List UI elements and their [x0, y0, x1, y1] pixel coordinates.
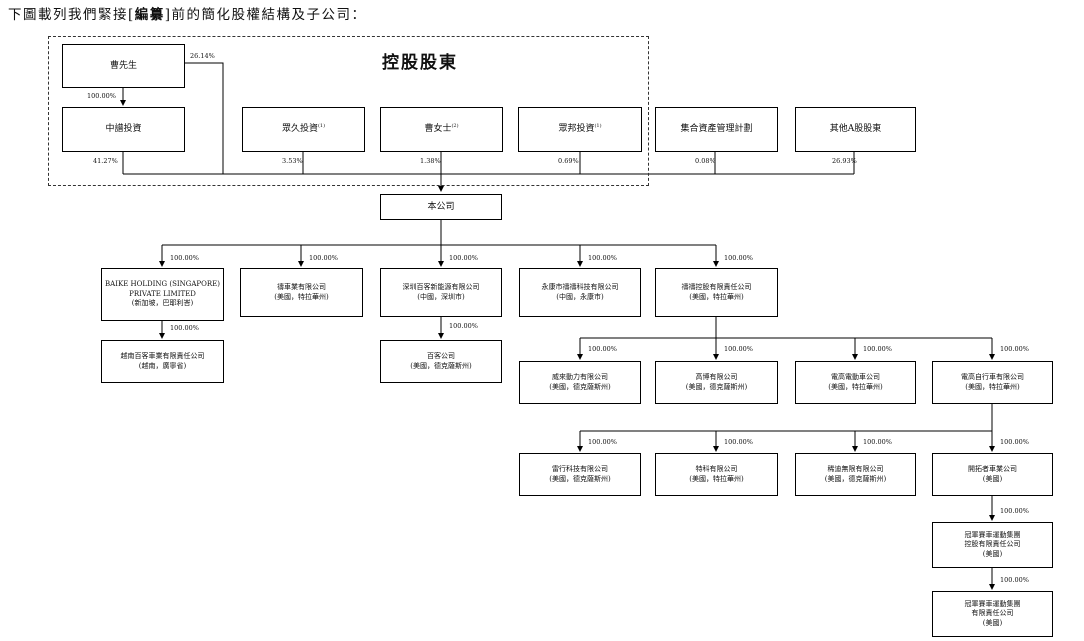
box-ya-vehicle: 禱車業有限公司 (美國，特拉華州) — [240, 268, 363, 317]
pct-ya-holding: 100.00% — [724, 254, 753, 262]
box-gaobo: 高博有限公司 (美國，德克薩斯州) — [655, 361, 778, 404]
box-champion-holding: 冠軍賽車運動集團 控股有限責任公司 (美國) — [932, 522, 1053, 568]
box-leixing-tech: 雷行科技有限公司 (美國，德克薩斯州) — [519, 453, 641, 496]
box-champion: 冠軍賽車運動集團 有限責任公司 (美國) — [932, 591, 1053, 637]
box-shenzhen-baike: 深圳百客新能源有限公司 (中國，深圳市) — [380, 268, 502, 317]
pct-cao-ms: 1.38% — [420, 157, 441, 165]
box-company: 本公司 — [380, 194, 502, 220]
box-ebike: 電高自行車有限公司 (美國，特拉華州) — [932, 361, 1053, 404]
box-zhongjiu: 眾久投資(1) — [242, 107, 365, 152]
pct-other-a: 26.93% — [832, 157, 857, 165]
box-baike-us: 百客公司 (美國，德克薩斯州) — [380, 340, 502, 383]
pct-teke: 100.00% — [724, 438, 753, 446]
pct-zhongjiu: 3.53% — [282, 157, 303, 165]
box-weilai-power: 威來動力有限公司 (美國，德克薩斯州) — [519, 361, 641, 404]
box-cao-mr: 曹先生 — [62, 44, 185, 88]
box-pioneer: 開拓者車業公司 (美國) — [932, 453, 1053, 496]
controlling-shareholders-group — [48, 36, 649, 186]
pct-shenzhen-baike: 100.00% — [449, 254, 478, 262]
box-lianchuang: 稀迪無限有限公司 (美國，德克薩斯州) — [795, 453, 916, 496]
intro-text: 下圖載列我們緊接[編纂]前的簡化股權結構及子公司： — [8, 7, 367, 23]
pct-baike-singapore: 100.00% — [170, 254, 199, 262]
pct-champion: 100.00% — [1000, 576, 1029, 584]
pct-emoto: 100.00% — [863, 345, 892, 353]
box-vietnam-baike: 越南百客車業有限責任公司 (越南，廣寧省) — [101, 340, 224, 383]
pct-vietnam: 100.00% — [170, 324, 199, 332]
box-ya-holding: 禱禱控股有限責任公司 (美國，特拉華州) — [655, 268, 778, 317]
pct-baike-us: 100.00% — [449, 322, 478, 330]
pct-ebike: 100.00% — [1000, 345, 1029, 353]
pct-collective: 0.08% — [695, 157, 716, 165]
pct-weilai: 100.00% — [588, 345, 617, 353]
box-baike-singapore: BAIKE HOLDING (SINGAPORE) PRIVATE LIMITE… — [101, 268, 224, 321]
box-cao-ms: 曹女士(2) — [380, 107, 503, 152]
pct-leixing: 100.00% — [588, 438, 617, 446]
pct-zhongbang: 0.69% — [558, 157, 579, 165]
pct-lianchuang: 100.00% — [863, 438, 892, 446]
box-other-a-shareholders: 其他A股股東 — [795, 107, 916, 152]
pct-yongkang-tech: 100.00% — [588, 254, 617, 262]
box-yongkang-tech: 永康市禱禱科技有限公司 (中國，永康市) — [519, 268, 641, 317]
box-zhongbang: 眾邦投資(1) — [518, 107, 642, 152]
pct-pioneer: 100.00% — [1000, 438, 1029, 446]
pct-ya-vehicle: 100.00% — [309, 254, 338, 262]
box-zhongpu: 中譜投資 — [62, 107, 185, 152]
pct-gaobo: 100.00% — [724, 345, 753, 353]
pct-cao-direct: 26.14% — [190, 52, 215, 60]
pct-champion-holding: 100.00% — [1000, 507, 1029, 515]
pct-cao-zhongpu: 100.00% — [87, 92, 116, 100]
box-teke: 特科有限公司 (美國，特拉華州) — [655, 453, 778, 496]
controlling-shareholders-title: 控股股東 — [382, 53, 458, 73]
pct-zhongpu: 41.27% — [93, 157, 118, 165]
box-collective-plan: 集合資產管理計劃 — [655, 107, 778, 152]
box-emoto: 電高電動車公司 (美國，特拉華州) — [795, 361, 916, 404]
